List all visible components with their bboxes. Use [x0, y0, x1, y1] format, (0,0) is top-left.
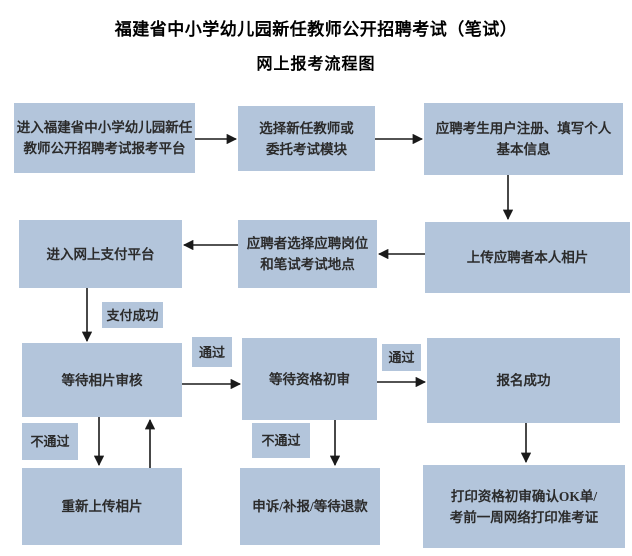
node-enter-platform: 进入福建省中小学幼儿园新任 教师公开招聘考试报考平台 — [14, 103, 195, 173]
node-wait-qualification-review: 等待资格初审 — [242, 338, 377, 420]
label-fail-1: 不通过 — [22, 423, 78, 460]
node-select-position-location: 应聘者选择应聘岗位 和笔试考试地点 — [238, 220, 377, 288]
node-select-module: 选择新任教师或 委托考试模块 — [238, 106, 375, 171]
label-pass-2: 通过 — [382, 344, 421, 371]
page-title: 福建省中小学幼儿园新任教师公开招聘考试（笔试） — [114, 20, 518, 39]
node-appeal-refund: 申诉/补报/等待退款 — [240, 468, 380, 545]
page-subtitle: 网上报考流程图 — [256, 56, 376, 73]
label-payment-success: 支付成功 — [102, 302, 163, 328]
node-registration-success: 报名成功 — [427, 338, 620, 423]
node-reupload-photo: 重新上传相片 — [22, 468, 182, 545]
node-wait-photo-review: 等待相片审核 — [22, 343, 182, 417]
label-pass-1: 通过 — [192, 337, 232, 367]
label-fail-2: 不通过 — [252, 423, 310, 458]
node-print-confirmation: 打印资格初审确认OK单/ 考前一周网络打印准考证 — [423, 465, 625, 548]
node-upload-photo: 上传应聘者本人相片 — [425, 222, 630, 293]
node-online-payment: 进入网上支付平台 — [19, 220, 182, 288]
node-register-fill-info: 应聘考生用户注册、填写个人 基本信息 — [424, 103, 623, 175]
